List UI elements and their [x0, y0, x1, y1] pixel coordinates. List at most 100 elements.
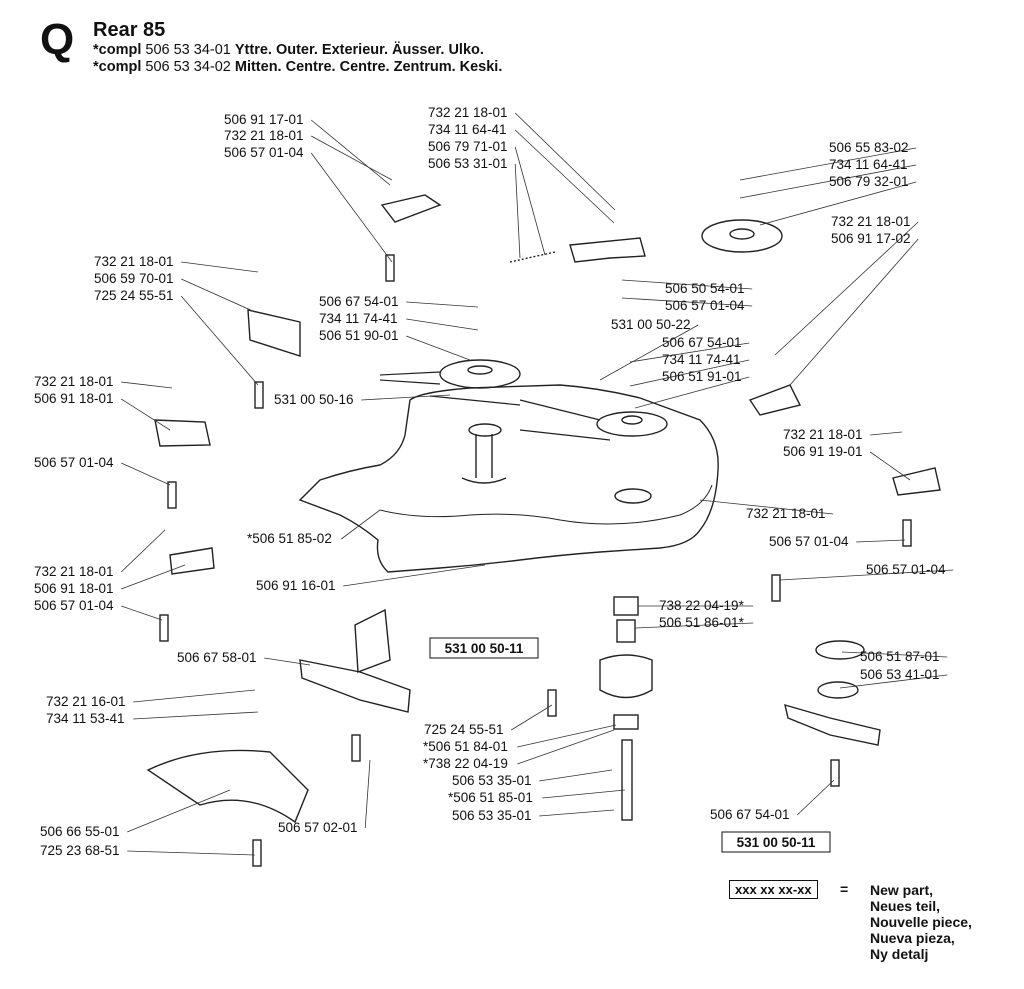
leader-line	[343, 564, 486, 587]
bolt	[771, 574, 781, 602]
part-number-label: 506 57 01-04	[224, 145, 304, 160]
part-number-label: 732 21 18-01	[224, 128, 304, 143]
bolt	[167, 481, 177, 509]
part-number-label: 734 11 74-41	[662, 352, 741, 367]
bolt	[159, 614, 169, 642]
leader-line	[539, 769, 613, 782]
part-number-label: 506 55 83-02	[829, 140, 909, 155]
leader-line	[629, 342, 750, 363]
deck-hole	[468, 423, 502, 437]
legend-line: Nueva pieza,	[870, 930, 955, 946]
part-number-label: 506 67 54-01	[710, 807, 790, 822]
part-number-label: 732 21 18-01	[94, 254, 174, 269]
leader-line	[621, 297, 753, 307]
leader-line	[120, 529, 166, 573]
part-number-label: 506 57 01-04	[34, 598, 114, 613]
bracket	[169, 547, 215, 575]
blade-left	[299, 659, 411, 713]
part-number-label: 734 11 64-41	[829, 157, 908, 172]
bolt	[351, 734, 361, 762]
leader-line	[634, 376, 750, 409]
spindle-shaft	[621, 739, 633, 821]
leader-line	[539, 809, 615, 817]
leader-line	[634, 622, 754, 629]
part-number-label: 506 57 01-04	[866, 562, 946, 577]
leader-line	[364, 759, 371, 829]
bracket	[380, 194, 442, 223]
part-number-label: 725 23 68-51	[40, 843, 120, 858]
pulley-hub	[467, 365, 493, 375]
bolt	[830, 759, 840, 787]
leader-line	[133, 711, 259, 720]
part-number-label: 734 11 53-41	[46, 711, 125, 726]
part-number-label: 732 21 18-01	[783, 427, 863, 442]
leader-line	[127, 850, 256, 856]
bolt	[547, 689, 557, 717]
drive-belt	[379, 371, 611, 441]
part-number-label: 732 21 18-01	[34, 564, 114, 579]
part-number-label: 506 59 70-01	[94, 271, 174, 286]
leader-line	[121, 564, 186, 590]
leader-line	[629, 359, 750, 387]
spindle	[461, 434, 507, 484]
leader-line	[517, 724, 617, 748]
part-number-label: 506 57 02-01	[278, 820, 358, 835]
leader-line	[517, 729, 615, 765]
leader-line	[311, 135, 393, 181]
leader-line	[264, 657, 311, 666]
leader-line	[361, 394, 451, 401]
part-number-label: 506 57 01-04	[769, 534, 849, 549]
leader-line	[774, 221, 919, 356]
part-number-label: 506 51 86-01*	[659, 615, 745, 630]
deck-hole	[614, 488, 652, 504]
leader-line	[739, 147, 917, 181]
section-letter: Q	[40, 15, 75, 64]
leader-line	[181, 261, 259, 273]
bearing	[613, 596, 639, 616]
part-number-label: 734 11 64-41	[428, 122, 507, 137]
leader-line	[510, 704, 553, 731]
leader-line	[181, 278, 256, 313]
leader-line	[542, 789, 626, 799]
discharge-cover	[146, 749, 309, 824]
legend-line: Neues teil,	[870, 898, 941, 914]
header-line-2: *compl 506 53 34-02 Mitten. Centre. Cent…	[93, 59, 503, 75]
leader-line	[856, 539, 906, 543]
leader-lines	[120, 112, 954, 856]
part-number-label: 506 53 35-01	[452, 808, 532, 823]
part-number-label: 531 00 50-22	[611, 317, 691, 332]
part-number-label: 506 91 18-01	[34, 581, 114, 596]
drawing	[146, 194, 941, 867]
leader-line	[514, 129, 615, 224]
legend-text: New part, Neues teil, Nouvelle piece, Nu…	[870, 882, 972, 962]
pulley-right	[596, 411, 668, 437]
blade-washer	[817, 681, 859, 699]
part-number-label: 506 66 55-01	[40, 824, 120, 839]
legend-line: New part,	[870, 882, 934, 898]
legend-line: Ny detalj	[870, 946, 929, 962]
leader-line	[406, 318, 479, 331]
blade-hub	[815, 640, 865, 660]
part-number-label: 506 51 87-01	[860, 649, 940, 664]
leader-line	[869, 451, 911, 481]
legend-equals: =	[840, 881, 849, 897]
leader-line	[406, 301, 479, 308]
part-number-label: 506 91 17-01	[224, 112, 304, 127]
part-number-label: 506 53 35-01	[452, 773, 532, 788]
leader-line	[796, 779, 835, 816]
boxed-part-number: 531 00 50-11	[737, 835, 816, 850]
mower-deck	[298, 384, 719, 573]
part-number-label: 506 51 90-01	[319, 328, 399, 343]
bracket	[748, 384, 802, 416]
leader-line	[121, 605, 163, 621]
leader-line	[121, 462, 171, 486]
part-number-label: 506 50 54-01	[665, 281, 745, 296]
part-number-label: 725 24 55-51	[424, 722, 504, 737]
header-line-1: *compl 506 53 34-01 Yttre. Outer. Exteri…	[93, 42, 484, 58]
part-number-label: *506 51 85-01	[448, 790, 533, 805]
spacer	[616, 619, 636, 643]
bracket	[154, 419, 211, 447]
part-number-label: 506 91 18-01	[34, 391, 114, 406]
